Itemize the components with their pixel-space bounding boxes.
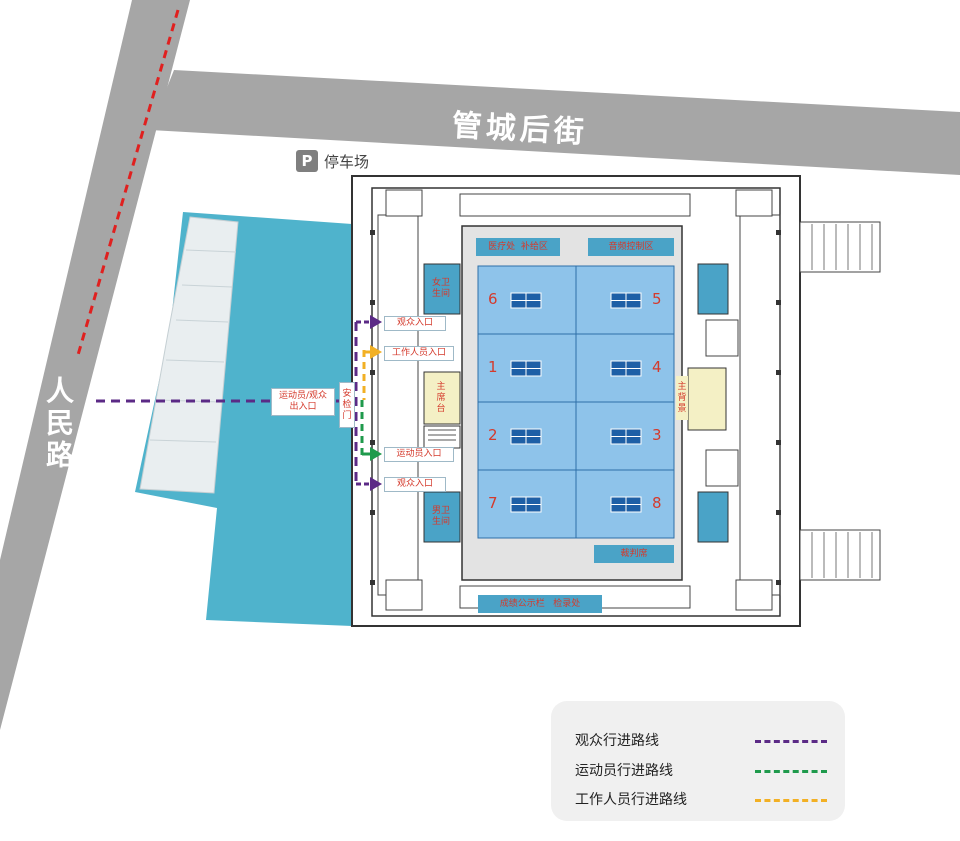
staff-entry-label: 工作人员入口 <box>384 346 454 361</box>
spectator-entry-bottom-label: 观众入口 <box>384 477 446 492</box>
renmin-road <box>0 0 190 730</box>
court-number: 8 <box>652 494 662 512</box>
backdrop-block <box>687 367 727 431</box>
spectator-arrow-top <box>370 315 382 329</box>
mens-restroom-block <box>423 491 461 543</box>
legend-staff-line <box>755 799 827 802</box>
legend-athlete-line <box>755 770 827 773</box>
guancheng-houjie-road <box>150 70 960 175</box>
east-stairs-bottom <box>799 529 881 581</box>
athlete-entry-label: 运动员入口 <box>384 447 454 462</box>
security-gate-label: 安检门 <box>339 382 355 428</box>
parking-icon: P <box>296 150 318 172</box>
court-number: 4 <box>652 358 662 376</box>
main-stand-label: 主席台 <box>436 381 446 414</box>
court-number: 7 <box>488 494 498 512</box>
legend-spectator-line <box>755 740 827 743</box>
parking-marker: P 停车场 <box>296 150 369 172</box>
court-number: 3 <box>652 426 662 444</box>
guancheng-houjie-label: 管城后街 <box>450 108 589 151</box>
womens-restroom-block <box>423 263 461 315</box>
athlete-arrow <box>370 447 382 461</box>
medical-supply-label: 医疗处 补给区 <box>476 238 560 256</box>
legend-staff-label: 工作人员行进路线 <box>575 792 687 808</box>
womens-restroom-label: 女卫生间 <box>431 278 450 299</box>
results-board-label: 成绩公示栏 检录处 <box>478 595 602 613</box>
backdrop-label: 主背景 <box>676 376 688 420</box>
court-number: 1 <box>488 358 498 376</box>
spectator-entry-top-label: 观众入口 <box>384 316 446 331</box>
legend-spectator-label: 观众行进路线 <box>575 733 659 749</box>
east-stairs-top <box>799 221 881 273</box>
referee-label: 裁判席 <box>594 545 674 563</box>
legend-athlete-label: 运动员行进路线 <box>575 763 673 779</box>
main-gate-label: 运动员/观众 出入口 <box>271 388 335 416</box>
court-number: 5 <box>652 290 662 308</box>
red-route-line <box>76 9 180 356</box>
route-legend: 观众行进路线 运动员行进路线 工作人员行进路线 <box>551 701 845 821</box>
spectator-arrow-bottom <box>370 477 382 491</box>
court-number: 6 <box>488 290 498 308</box>
court-number: 2 <box>488 426 498 444</box>
staff-arrow <box>370 345 382 359</box>
mens-restroom-label: 男卫生间 <box>431 506 450 527</box>
audio-control-label: 音频控制区 <box>588 238 674 256</box>
ping-pong-tables <box>510 292 642 513</box>
renmin-road-label: 人民路 <box>42 376 75 472</box>
main-stand-block <box>423 371 461 425</box>
parking-label: 停车场 <box>324 152 370 171</box>
